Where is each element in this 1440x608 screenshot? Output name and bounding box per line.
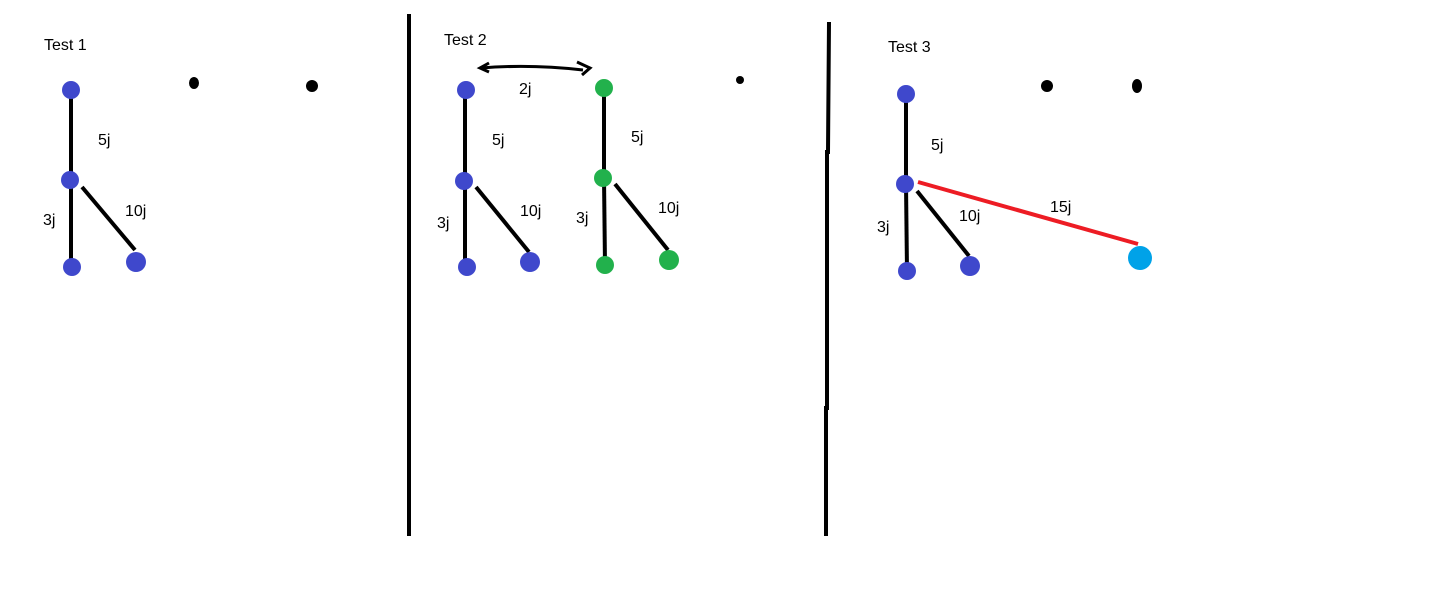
node-cyan [1128, 246, 1152, 270]
node-left-leaf [596, 256, 614, 274]
node-root [457, 81, 475, 99]
edge-left [602, 177, 607, 266]
node-right-leaf [520, 252, 540, 272]
node-right-leaf [126, 252, 146, 272]
node-left-leaf [458, 258, 476, 276]
edge-label-right: 10j [520, 203, 541, 220]
panel-test-2: Test 2 5j 3j 10j 2j 5j 3j 10j [437, 32, 744, 276]
edge-label-top: 5j [631, 129, 643, 146]
node-right-leaf [960, 256, 980, 276]
node-root [897, 85, 915, 103]
edge-right [915, 189, 971, 258]
node-root [62, 81, 80, 99]
dot-black [189, 77, 199, 89]
dot-black [1132, 79, 1142, 93]
dot-black [1041, 80, 1053, 92]
panel-test-1: Test 1 5j 3j 10j [43, 37, 318, 276]
panel-test-3: Test 3 5j 3j 10j 15j [877, 39, 1152, 280]
edge-right [613, 182, 670, 252]
edge-label-red: 15j [1050, 199, 1071, 216]
panel-title: Test 2 [444, 32, 487, 49]
node-root [595, 79, 613, 97]
node-middle [594, 169, 612, 187]
link-label: 2j [519, 81, 531, 98]
panel-title: Test 3 [888, 39, 931, 56]
edge-label-left: 3j [43, 212, 55, 229]
edge-label-left: 3j [877, 219, 889, 236]
dot-black [736, 76, 744, 84]
node-middle [61, 171, 79, 189]
edge-label-right: 10j [125, 203, 146, 220]
link-arrow [480, 64, 584, 72]
edge-right [474, 185, 531, 254]
edge-label-top: 5j [98, 132, 110, 149]
edge-label-left: 3j [576, 210, 588, 227]
edge-left [904, 183, 909, 272]
edge-right [80, 185, 137, 252]
node-right-leaf [659, 250, 679, 270]
edge-label-right: 10j [658, 200, 679, 217]
edge-label-top: 5j [492, 132, 504, 149]
node-middle [896, 175, 914, 193]
node-middle [455, 172, 473, 190]
edge-label-left: 3j [437, 215, 449, 232]
arrowhead-left [476, 61, 490, 74]
edge-label-top: 5j [931, 137, 943, 154]
divider-right [824, 21, 831, 536]
edge-red [917, 180, 1139, 246]
dot-black [306, 80, 318, 92]
node-left-leaf [63, 258, 81, 276]
panel-title: Test 1 [44, 37, 87, 54]
edge-label-right: 10j [959, 208, 980, 225]
arrowhead-right [576, 60, 593, 77]
node-left-leaf [898, 262, 916, 280]
